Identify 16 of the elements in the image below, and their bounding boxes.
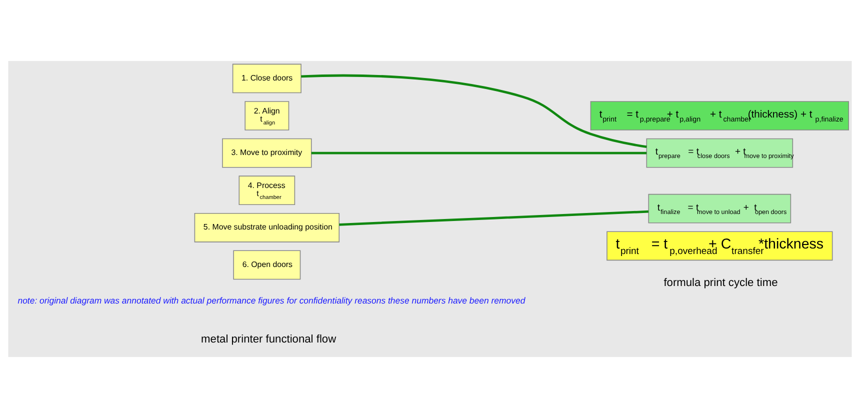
- node-box: t$_{print}$ = t$_{p,prepare}$+ t$_{p,align}$ + t$_{chamber}$(thickness) + t$_{p,finalize}$: [590, 100, 849, 130]
- node-box: t$_{prepare}$ = t$_{close doors}$ + t$_{move to proximity}$: [646, 138, 794, 168]
- node-box: t$_{print}$ = t$_{p,overhead}$+ C$_{transfer}$*thickness: [606, 230, 833, 260]
- node-box: 1. Close doors: [232, 63, 302, 93]
- label: note: original diagram was annotated with actual performance figures for confidentiality reasons these numbers have been removed: [18, 295, 526, 306]
- node-box: 2. Align t$_{align}$: [244, 100, 290, 130]
- connector: [339, 210, 648, 226]
- node-box: 4. Process t$_{chamber}$: [238, 175, 296, 205]
- connector: [301, 74, 647, 148]
- node-box: 3. Move to proximity: [222, 138, 312, 168]
- connector: [311, 151, 647, 154]
- node-box: 6. Open doors: [233, 250, 301, 280]
- node-box: t$_{finalize}$ = t$_{move to unload}$ + t$_{open doors}$: [648, 193, 792, 223]
- label: formula print cycle time: [664, 276, 778, 289]
- label: metal printer functional flow: [201, 332, 336, 345]
- node-box: 5. Move substrate unloading position: [194, 212, 340, 242]
